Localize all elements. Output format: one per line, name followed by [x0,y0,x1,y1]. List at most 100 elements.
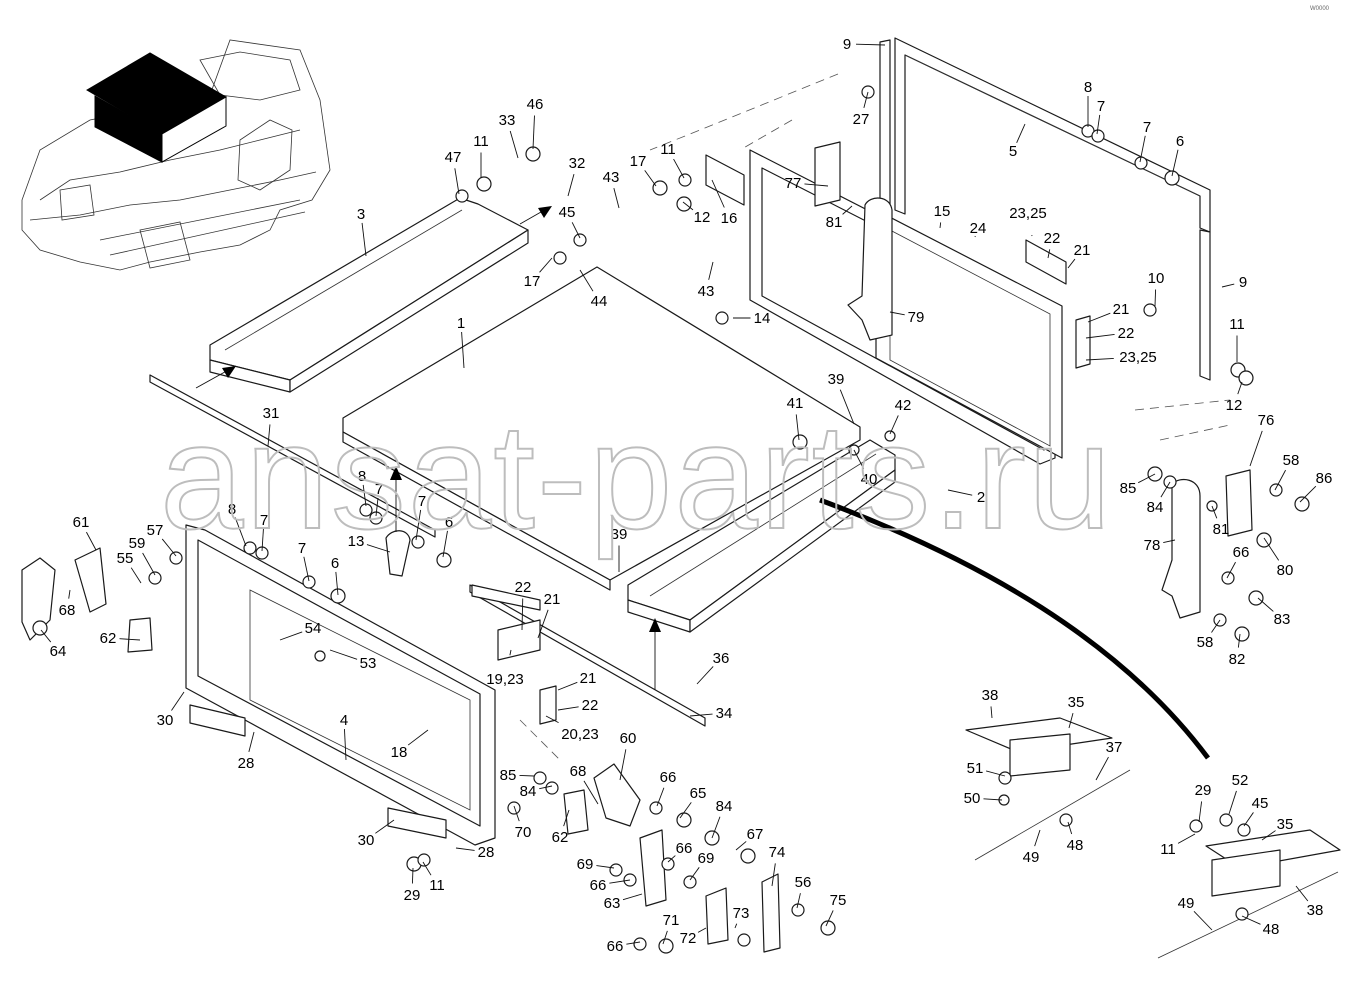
callout-number: 12 [694,209,711,226]
callout-leader [1261,830,1276,841]
callout-leader [735,841,747,851]
callout-number: 6 [1176,133,1184,150]
callout-leader [513,805,520,822]
callout-leader [613,188,620,209]
callout-number: 85 [1120,480,1137,497]
hatch-1 [342,266,861,591]
callout-number: 48 [1263,921,1280,938]
callout-leader [804,183,829,187]
callout-number: 64 [50,643,67,660]
callout-leader [261,528,264,552]
callout-number: 32 [569,155,586,172]
callout-leader [539,257,553,273]
callout-number: 7 [1097,98,1105,115]
callout-number: 66 [607,938,624,955]
callout-number: 28 [238,755,255,772]
callout-leader [1095,756,1109,781]
callout-number: 22 [1044,230,1061,247]
callout-leader [1087,312,1111,323]
callout-number: 24 [970,220,987,237]
callout-leader [539,785,553,790]
callout-number: 17 [524,273,541,290]
callout-leader [622,893,643,901]
callout-number: 22 [515,579,532,596]
callout-leader [234,517,247,547]
callout-number: 62 [552,829,569,846]
callout-leader [583,780,599,805]
hinges-and-latches [21,85,1341,959]
callout-number: 74 [769,844,786,861]
callout-number: 39 [828,371,845,388]
callout-number: 68 [59,602,76,619]
callout-leader [130,567,142,584]
callout-number: 11 [1160,841,1176,858]
callout-leader [947,489,973,496]
callout-number: 81 [1213,521,1230,538]
callout-leader [796,893,801,909]
callout-leader [442,530,448,558]
callout-number: 41 [787,395,804,412]
callout-leader [375,819,395,834]
callout-number: 38 [1307,902,1324,919]
door-4 [185,524,496,846]
callout-leader [795,414,800,441]
callout-leader [839,389,855,425]
callout-number: 35 [1277,816,1294,833]
callout-leader [537,609,549,639]
hatch-3 [209,197,529,393]
machine-overview-thumbnail [21,39,331,271]
callout-leader [682,201,694,211]
callout-leader [1138,473,1156,484]
callout-number: 56 [795,874,812,891]
callout-number: 38 [982,687,999,704]
callout-leader [335,571,339,596]
callout-leader [673,158,685,179]
callout-leader [454,168,460,195]
callout-number: 21 [1113,301,1130,318]
callout-leader [1226,561,1236,579]
callout-number: 27 [853,111,870,128]
callout-leader [68,589,71,599]
callout-leader [1177,833,1196,844]
callout-leader [990,706,993,719]
callout-number: 47 [445,149,462,166]
callout-number: 69 [577,856,594,873]
callout-leader [1067,821,1073,835]
callout-number: 13 [348,533,365,550]
callout-leader [985,770,1006,777]
callout-number: 21 [544,591,561,608]
callout-leader [711,816,721,839]
callout-leader [557,706,579,711]
callout-leader [161,538,177,557]
callout-leader [1237,633,1241,648]
callout-number: 11 [473,133,489,150]
callout-leader [361,222,367,257]
callout-number: 7 [375,481,383,498]
callout-number: 29 [404,887,421,904]
callout-leader [509,649,512,656]
callout-number: 7 [418,493,426,510]
callout-leader [1068,712,1074,729]
callout-leader [863,91,869,108]
callout-leader [1085,333,1115,339]
callout-number: 75 [830,892,847,909]
callout-leader [1160,481,1171,498]
callout-number: 79 [908,309,925,326]
callout-leaders [40,43,1317,945]
callout-number: 9 [843,36,851,53]
callout-leader [1249,430,1263,467]
callout-number: 45 [1252,795,1269,812]
callout-number: 35 [1068,694,1085,711]
callout-number: 62 [100,630,117,647]
callout-leader [711,179,725,208]
callout-number: 7 [260,512,268,529]
callout-number: 66 [676,840,693,857]
callout-leader [689,867,700,881]
callout-number: 84 [520,783,537,800]
callout-number: 21 [1074,242,1091,259]
callout-leader [708,261,714,280]
callout-number: 11 [660,141,676,158]
callout-number: 19,23 [486,671,524,688]
upper-window [749,149,1063,465]
